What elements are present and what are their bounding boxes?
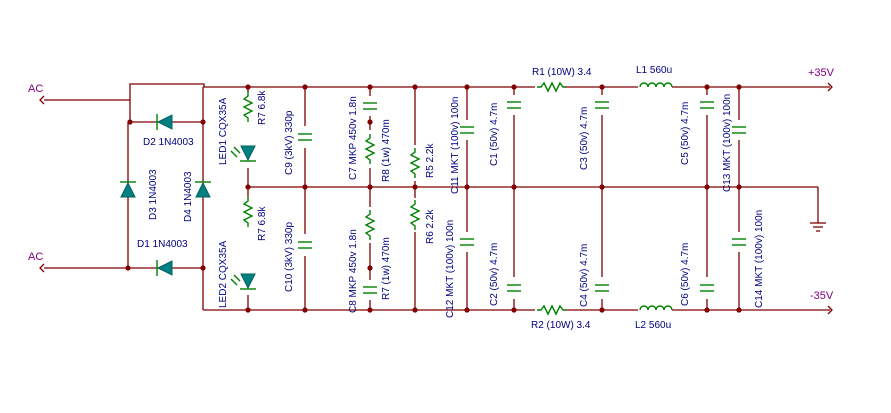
led-led1 [230, 145, 256, 162]
diode-d1 [156, 260, 173, 276]
label-c4: C4 (50v) 4.7m [579, 244, 590, 307]
label-d2: D2 1N4003 [143, 137, 194, 148]
label-d1: D1 1N4003 [137, 239, 188, 250]
label-led2: LED2 CQX35A [218, 240, 229, 308]
resistor-r7-top [242, 92, 254, 122]
label-c3: C3 (50v) 4.7m [579, 107, 590, 170]
label-c7: C7 MKP 450v 1.8n [348, 96, 359, 180]
resistor-r8 [364, 134, 376, 164]
component-labels: D2 1N4003 D1 1N4003 R1 (10W) 3.4 R2 (10W… [137, 65, 765, 331]
inductor-l2 [639, 305, 673, 311]
plus-port-icon [827, 82, 833, 92]
led-led2 [230, 273, 256, 290]
ac-top-port-icon [39, 95, 45, 105]
port-label-minus: -35V [810, 290, 834, 302]
diode-d3 [120, 181, 136, 198]
junction-dots [125, 84, 742, 313]
label-d4: D4 1N4003 [183, 171, 194, 222]
label-c5: C5 (50v) 4.7m [680, 102, 691, 165]
label-c11: C11 MKT (100v) 100n [450, 97, 461, 194]
port-label-ac-top: AC [28, 83, 43, 95]
label-r1: R1 (10W) 3.4 [532, 67, 592, 78]
capacitor-c1 [507, 101, 521, 109]
ground-icon [810, 222, 826, 232]
wires [44, 83, 830, 311]
label-d3: D3 1N4003 [148, 169, 159, 220]
label-c8: C8 MKP 450v 1.8n [348, 229, 359, 313]
label-c9: C9 (3kV) 330p [284, 110, 295, 175]
capacitor-c6 [700, 284, 714, 292]
port-label-ac-bottom: AC [28, 251, 43, 263]
capacitor-c8 [363, 286, 377, 294]
label-c1: C1 (50v) 4.7m [489, 103, 500, 166]
label-c2: C2 (50v) 4.7m [489, 243, 500, 306]
label-r7-1w: R7 (1w) 470m [381, 237, 392, 300]
leds [230, 145, 256, 290]
capacitor-c4 [595, 284, 609, 292]
capacitors [298, 101, 746, 294]
resistor-r2 [537, 304, 566, 316]
bridge-rectifier [120, 114, 211, 276]
capacitor-c13 [732, 126, 746, 134]
label-l1: L1 560u [636, 65, 672, 76]
label-r6: R6 2.2k [425, 209, 436, 244]
diode-d4 [195, 181, 211, 198]
capacitor-c14 [732, 238, 746, 246]
resistor-r5 [409, 148, 421, 178]
resistor-r7-bottom [242, 197, 254, 227]
label-c10: C10 (3kV) 330p [284, 222, 295, 292]
label-r5: R5 2.2k [425, 143, 436, 178]
label-r2: R2 (10W) 3.4 [531, 320, 591, 331]
port-label-plus: +35V [808, 67, 835, 79]
capacitor-c2 [507, 284, 521, 292]
resistor-r6 [409, 200, 421, 230]
ac-bottom-port-icon [39, 263, 45, 273]
resistor-r7-1w [364, 210, 376, 240]
capacitor-c10 [298, 241, 312, 249]
label-r7-top: R7 6.8k [257, 90, 268, 125]
resistor-r1 [537, 81, 566, 93]
capacitor-c12 [460, 238, 474, 246]
label-c14: C14 MKT (100v) 100n [754, 210, 765, 308]
port-arrows [39, 82, 833, 315]
inductor-l1 [639, 82, 673, 88]
capacitor-c3 [595, 101, 609, 109]
label-c13: C13 MKT (100v) 100n [722, 94, 733, 192]
capacitor-c11 [460, 126, 474, 134]
label-l2: L2 560u [635, 320, 671, 331]
diode-d2 [156, 114, 173, 130]
label-c12: C12 MKT (100v) 100n [445, 220, 456, 318]
resistors [242, 81, 566, 316]
label-r8: R8 (1w) 470m [381, 119, 392, 182]
inductors [639, 82, 673, 311]
capacitor-c7 [363, 102, 377, 110]
capacitor-c5 [700, 101, 714, 109]
capacitor-c9 [298, 133, 312, 141]
label-c6: C6 (50v) 4.7m [680, 243, 691, 306]
minus-port-icon [827, 305, 833, 315]
label-r7-bottom: R7 6.8k [257, 206, 268, 241]
label-led1: LED1 CQX35A [218, 97, 229, 165]
